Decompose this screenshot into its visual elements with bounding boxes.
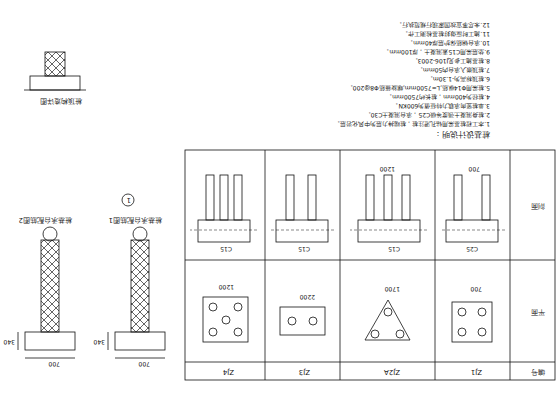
drawing-label: 700	[139, 360, 150, 367]
drawing-label: C15	[220, 245, 232, 252]
design-note: 7.桩顶嵌入承台内50mm。	[240, 66, 490, 73]
drawing-label: 700	[49, 360, 60, 367]
design-note: 11.施工时应做好桩基检测工作。	[240, 30, 490, 37]
drawing-label: ZJ3	[299, 368, 310, 376]
design-note: 6.桩顶标高为-1.30m。	[240, 75, 490, 82]
drawing-label: 平面	[531, 308, 545, 316]
design-note: 12.未尽事宜按国家现行规范执行。	[240, 21, 490, 28]
drawing-label: 1200	[380, 165, 395, 172]
drawing-label: 剖面	[531, 202, 545, 210]
drawing-label: ZJ1	[471, 368, 482, 376]
design-note: 5.桩采用Φ14纵筋,L=7500mm,螺旋箍筋Φ8@200。	[240, 84, 490, 91]
drawing-label: 桩顶构造详图	[40, 97, 82, 104]
drawing-label: 700	[471, 285, 482, 292]
design-note: 2.桩身混凝土强度等级C25，承台混凝土C30。	[240, 111, 490, 118]
drawing-label: ZJ2A	[384, 368, 400, 376]
drawing-label: 桩基承台配筋图2	[19, 216, 72, 224]
drawing-label: 2200	[300, 293, 315, 300]
drawing-label: C25	[466, 245, 478, 252]
drawing-label: C15	[388, 245, 400, 252]
design-note: 8.桩基施工参见J106-2003。	[240, 57, 490, 64]
drawing-label: 1200	[219, 283, 234, 290]
drawing-label: 340	[94, 338, 105, 345]
design-note: 4.桩径为400mm，桩长约7500mm。	[240, 93, 490, 100]
drawing-label: 700	[469, 165, 480, 172]
drawing-label: C15	[298, 245, 310, 252]
design-note: 3.单桩竖向承载力特征值为600KN。	[240, 102, 490, 109]
design-note: 1.本工程桩基采用钻孔灌注桩，桩端持力层为中风化岩层。	[240, 120, 490, 127]
drawing-label: 编号	[531, 368, 545, 376]
drawing-label: 桩基承台配筋图1	[109, 216, 162, 224]
notes-title: 桩基设计说明：	[434, 129, 490, 138]
design-note: 10.承台钢筋保护层厚40mm。	[240, 39, 490, 46]
drawing-label: 340	[4, 338, 15, 345]
design-note: 9.垫层采用C15素混凝土，厚100mm。	[240, 48, 490, 55]
drawing-label: 1700	[385, 285, 400, 292]
drawing-label: ZJ4	[223, 368, 234, 376]
drawing-label: 1	[127, 196, 131, 204]
